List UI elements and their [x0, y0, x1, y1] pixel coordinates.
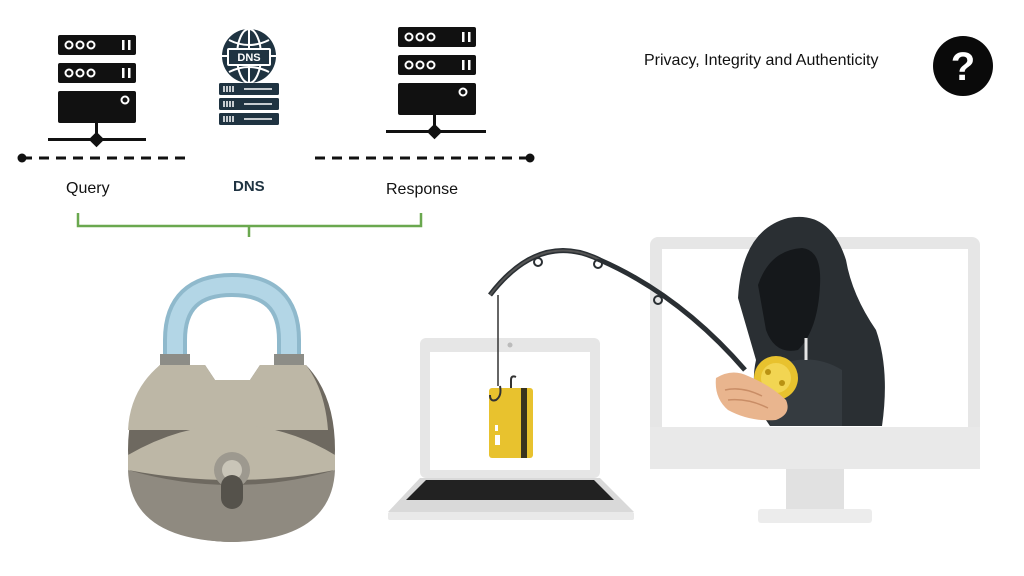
dns-badge-text: DNS	[237, 52, 260, 64]
response-label: Response	[386, 181, 459, 198]
question-mark-icon[interactable]: ?	[931, 34, 995, 98]
network-dashed-line	[17, 153, 535, 163]
dns-server-icon: DNS	[219, 28, 279, 125]
query-server-icon	[48, 35, 146, 148]
credit-card-icon	[489, 375, 533, 458]
topic-title: Privacy, Integrity and Authenticity	[644, 52, 879, 69]
green-bracket	[76, 213, 423, 237]
query-label: Query	[66, 180, 110, 197]
hooded-hacker-icon	[488, 216, 885, 426]
help-glyph: ?	[951, 45, 975, 89]
dns-label: DNS	[233, 178, 265, 195]
padlock-icon	[128, 272, 335, 542]
response-server-icon	[386, 27, 486, 140]
